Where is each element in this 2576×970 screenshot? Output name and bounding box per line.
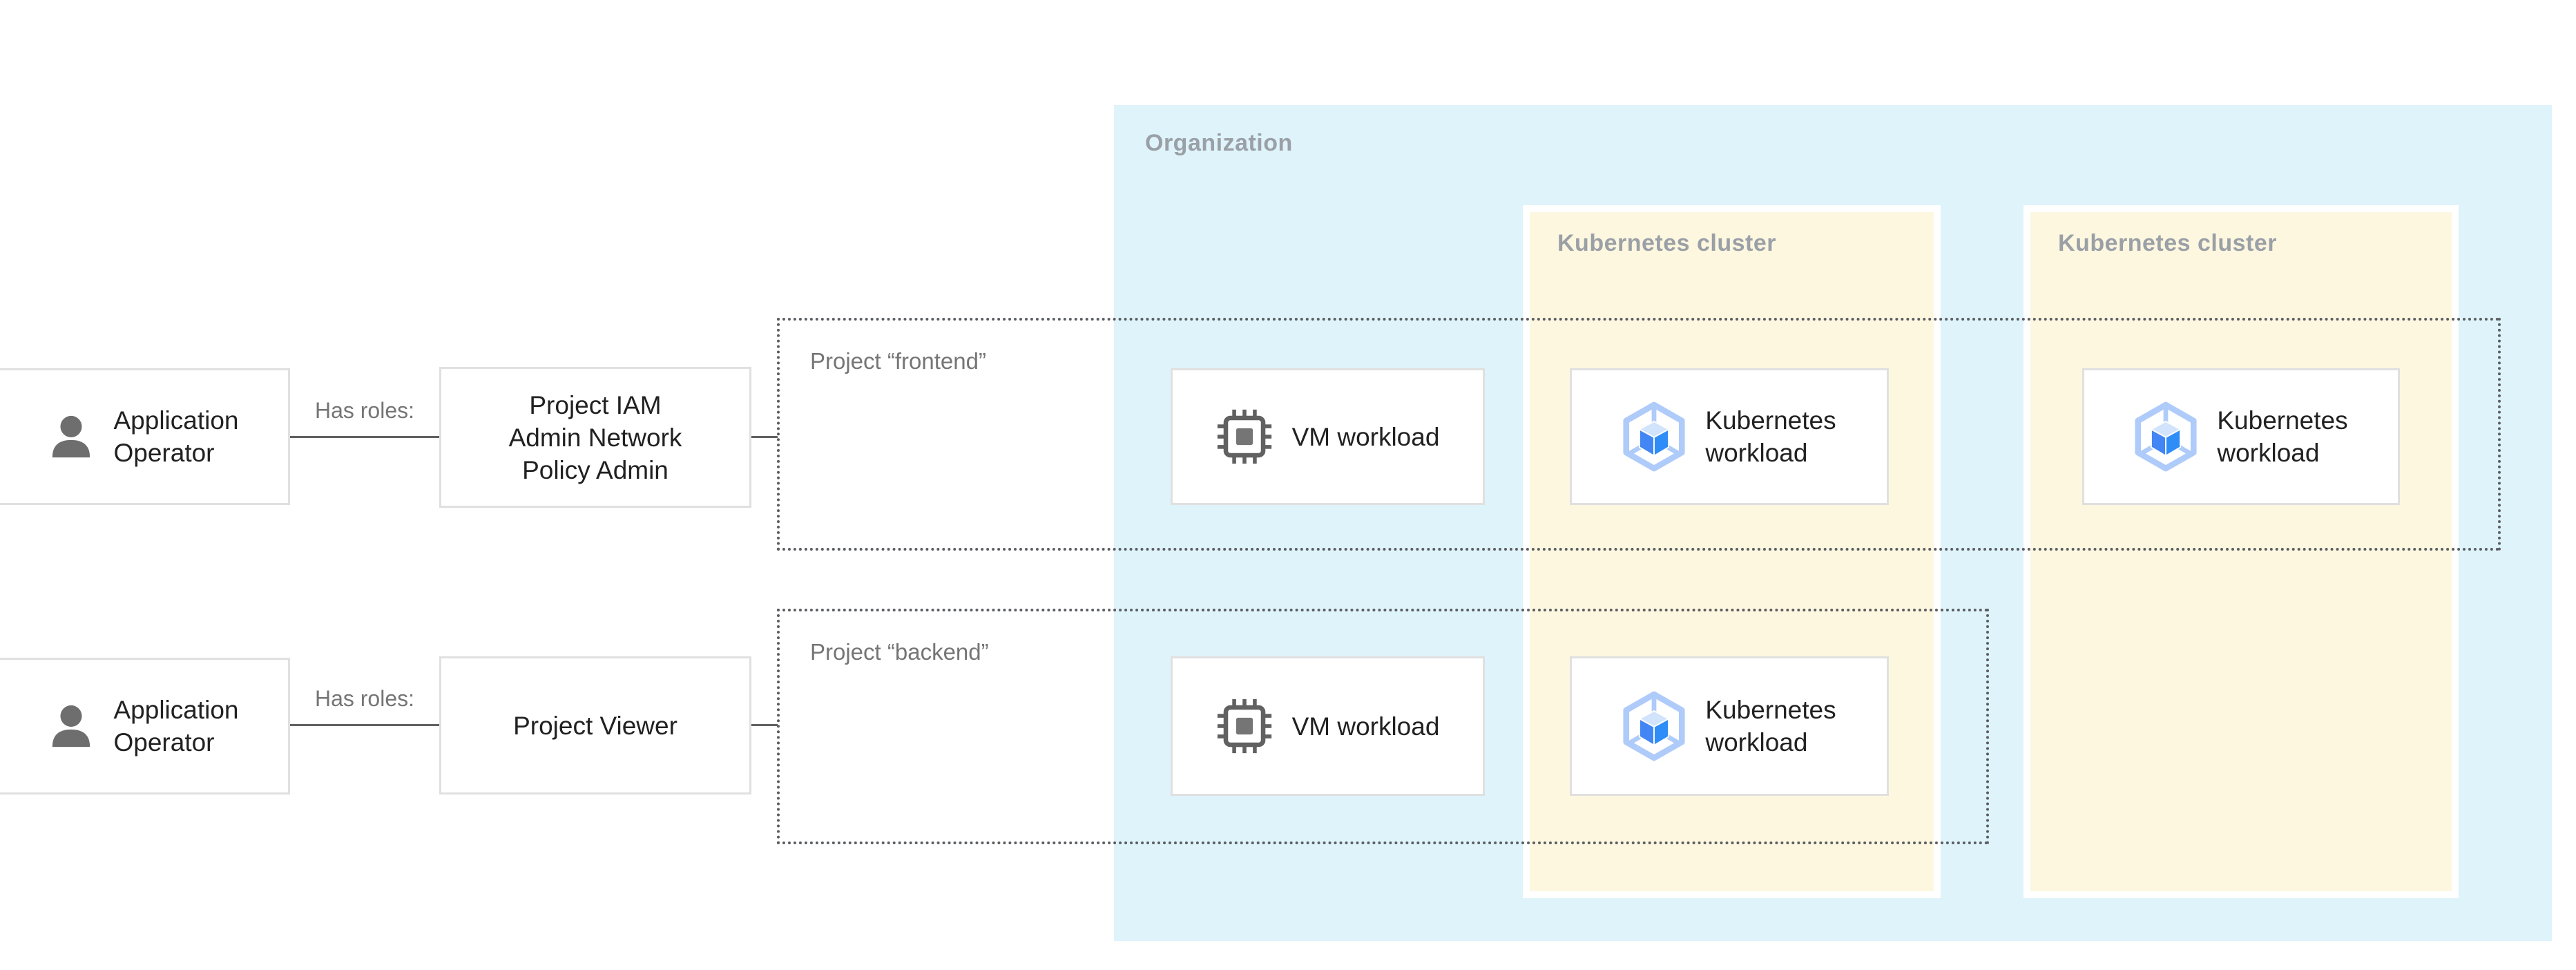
connector-line xyxy=(290,724,439,726)
project-frontend-label: Project “frontend” xyxy=(810,348,986,374)
kubernetes-workload-label: Kubernetes workload xyxy=(1705,406,1836,467)
application-operator-box-2: Application Operator xyxy=(0,658,290,795)
kubernetes-workload-box-frontend-cluster1: Kubernetes workload xyxy=(1570,368,1889,505)
project-frontend-box: Project “frontend” xyxy=(777,318,2501,551)
person-icon xyxy=(52,705,90,748)
role-box-iam-admin: Project IAM Admin Network Policy Admin xyxy=(439,367,751,508)
gke-hexagon-cube-icon xyxy=(2135,401,2197,472)
application-operator-box-1: Application Operator xyxy=(0,368,290,505)
connector-line xyxy=(290,436,439,438)
kubernetes-cluster-1-label: Kubernetes cluster xyxy=(1557,230,1776,256)
application-operator-label-1: Application Operator xyxy=(113,406,239,467)
role-box-project-viewer-label: Project Viewer xyxy=(513,711,677,740)
connector-line xyxy=(751,436,778,438)
role-box-iam-admin-label: Project IAM Admin Network Policy Admin xyxy=(508,390,682,484)
kubernetes-workload-box-backend-cluster1: Kubernetes workload xyxy=(1570,656,1889,796)
chip-icon xyxy=(1217,409,1271,464)
kubernetes-workload-box-frontend-cluster2: Kubernetes workload xyxy=(2082,368,2400,505)
has-roles-label-2: Has roles: xyxy=(314,686,415,711)
application-operator-label-2: Application Operator xyxy=(113,696,239,757)
kubernetes-cluster-2-container: Kubernetes cluster xyxy=(2024,205,2459,898)
person-icon xyxy=(52,415,90,458)
kubernetes-workload-label: Kubernetes workload xyxy=(2217,406,2348,467)
vm-workload-box-frontend: VM workload xyxy=(1171,368,1485,505)
kubernetes-cluster-2-label: Kubernetes cluster xyxy=(2058,230,2277,256)
project-backend-label: Project “backend” xyxy=(810,639,989,665)
project-backend-box: Project “backend” xyxy=(777,609,1989,844)
kubernetes-workload-label: Kubernetes workload xyxy=(1705,696,1836,757)
organization-label: Organization xyxy=(1145,130,1293,156)
chip-icon xyxy=(1217,698,1271,754)
role-box-project-viewer: Project Viewer xyxy=(439,656,751,795)
vm-workload-box-backend: VM workload xyxy=(1171,656,1485,796)
connector-line xyxy=(751,724,778,726)
gke-hexagon-cube-icon xyxy=(1623,401,1685,472)
has-roles-label-1: Has roles: xyxy=(314,398,415,423)
vm-workload-label: VM workload xyxy=(1291,712,1440,741)
vm-workload-label: VM workload xyxy=(1291,422,1440,451)
gke-hexagon-cube-icon xyxy=(1623,691,1685,761)
